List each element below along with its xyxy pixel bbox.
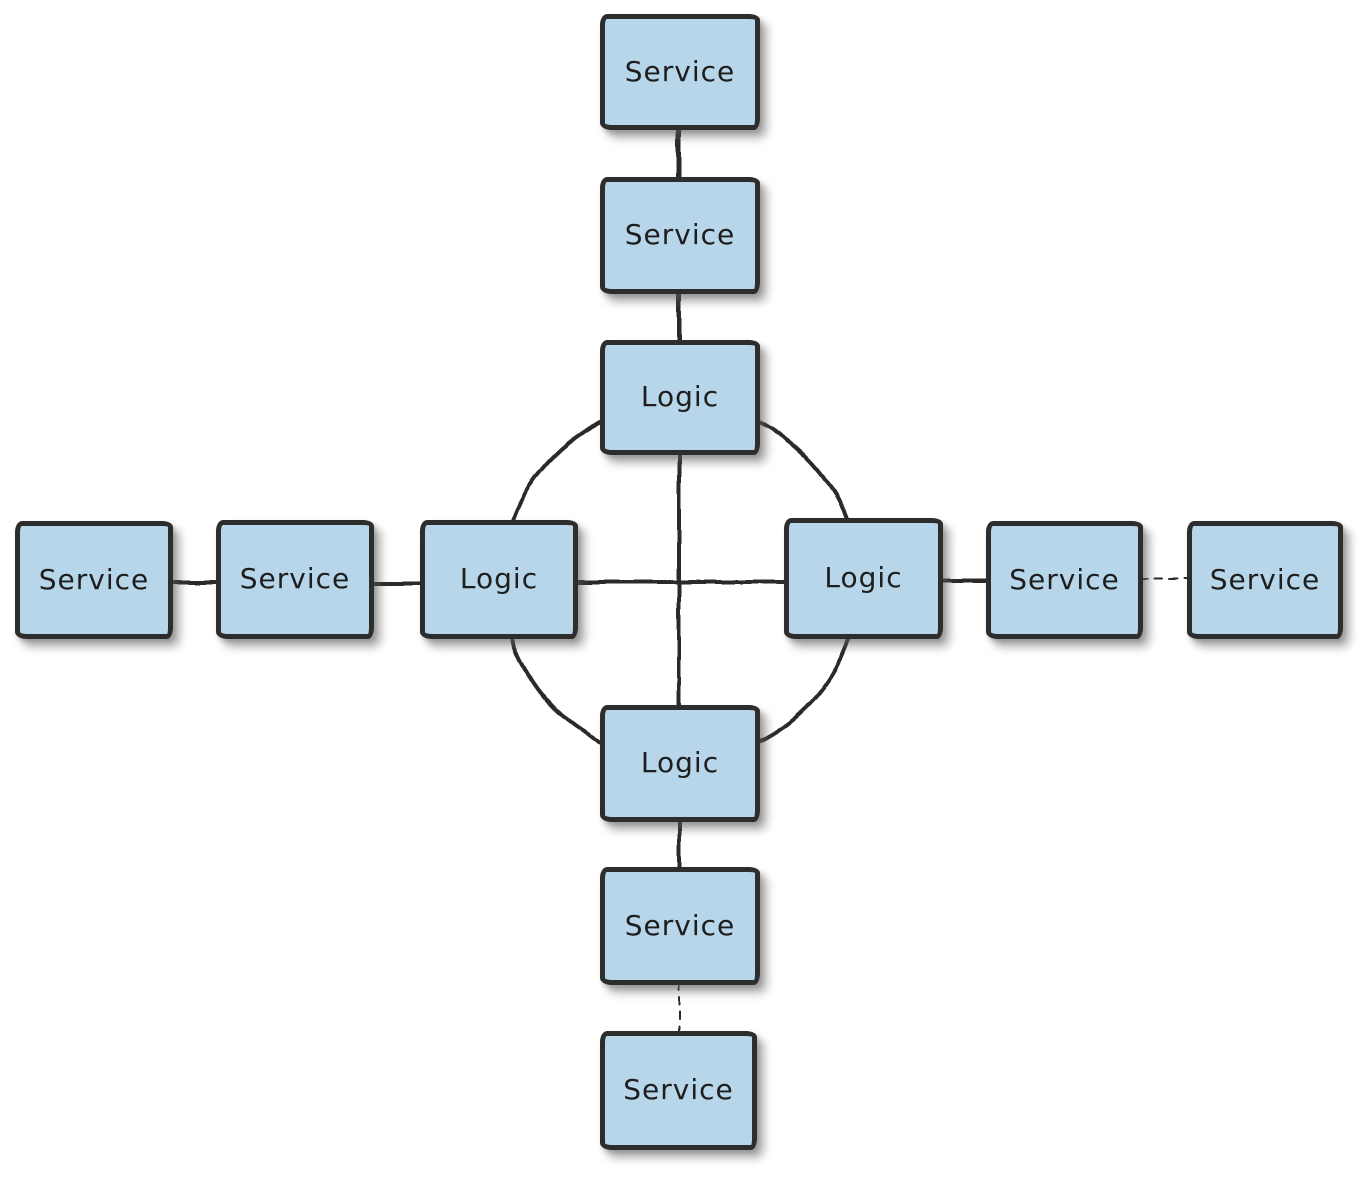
node-service-left-outer: Service	[15, 521, 173, 639]
node-service-right-outer: Service	[1187, 521, 1343, 639]
node-label-logic-east: Logic	[824, 561, 903, 594]
node-logic-south: Logic	[600, 705, 760, 822]
node-label-logic-north: Logic	[640, 380, 720, 413]
node-service-bottom-outer: Service	[600, 1031, 757, 1150]
node-label-service-left-outer: Service	[38, 562, 150, 596]
node-label-service-left-inner: Service	[239, 562, 351, 595]
node-service-left-inner: Service	[216, 520, 374, 639]
node-logic-west: Logic	[420, 520, 578, 639]
node-logic-north: Logic	[600, 340, 760, 455]
node-label-service-right-outer: Service	[1209, 562, 1321, 596]
node-service-bottom-inner: Service	[600, 867, 760, 985]
node-label-logic-south: Logic	[640, 746, 720, 779]
node-service-top-outer: Service	[600, 14, 760, 130]
node-service-right-inner: Service	[986, 521, 1143, 639]
node-service-top-inner: Service	[600, 177, 760, 294]
node-label-service-top-inner: Service	[624, 218, 736, 251]
node-label-service-top-outer: Service	[624, 54, 736, 88]
node-label-service-bottom-outer: Service	[623, 1073, 734, 1106]
node-logic-east: Logic	[784, 518, 943, 639]
node-label-logic-west: Logic	[459, 562, 539, 595]
node-label-service-right-inner: Service	[1009, 562, 1120, 596]
node-label-service-bottom-inner: Service	[624, 908, 736, 942]
